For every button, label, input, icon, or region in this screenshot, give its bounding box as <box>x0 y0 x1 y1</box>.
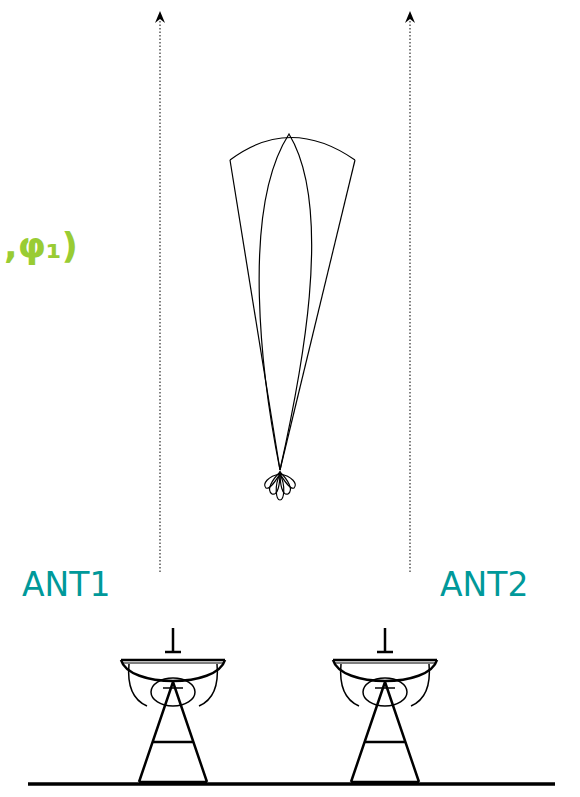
boresight-arrow <box>160 12 161 572</box>
dish-antenna <box>333 628 437 782</box>
ground-line <box>28 782 555 786</box>
beam-pattern <box>230 134 355 500</box>
angle-label: ,φ₁) <box>4 228 78 264</box>
antenna-name: ANT2 <box>440 568 528 601</box>
antenna-name: ANT1 <box>22 568 110 601</box>
dish-antenna <box>121 628 225 782</box>
boresight-arrow <box>410 12 411 572</box>
